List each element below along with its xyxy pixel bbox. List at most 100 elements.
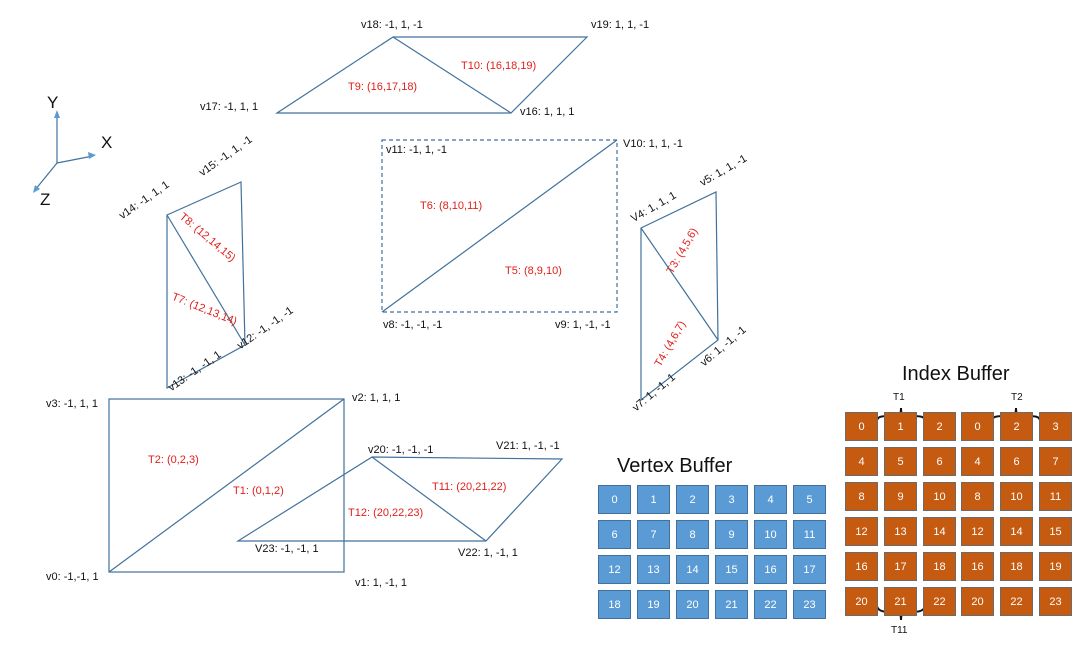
vertex-buffer-cell: 16 [754, 555, 787, 584]
index-buffer-cell: 0 [845, 412, 878, 441]
vertex-buffer-cell: 17 [793, 555, 826, 584]
index-buffer-cell: 4 [961, 447, 994, 476]
vertex-label-v19: v19: 1, 1, -1 [591, 19, 650, 31]
vertex-buffer-cell: 21 [715, 590, 748, 619]
index-buffer-cell: 18 [1000, 552, 1033, 581]
index-buffer-cell: 4 [845, 447, 878, 476]
axis-z-label: Z [40, 190, 51, 209]
triangle-label-t6: T6: (8,10,11) [420, 200, 483, 212]
vertex-buffer-title: Vertex Buffer [617, 455, 733, 477]
triangle-label-t12: T12: (20,22,23) [348, 507, 424, 519]
index-buffer-cell: 12 [845, 517, 878, 546]
axes-icon [33, 110, 96, 193]
index-buffer-cell: 18 [923, 552, 956, 581]
vertex-label-v1: v1: 1, -1, 1 [355, 577, 407, 589]
vertex-label-v23: V23: -1, -1, 1 [255, 543, 319, 555]
index-buffer-cell: 14 [1000, 517, 1033, 546]
left-face [166, 181, 246, 390]
triangle-label-t9: T9: (16,17,18) [348, 81, 418, 93]
index-buffer-cell: 1 [884, 412, 917, 441]
back-face-diagonal [381, 139, 618, 313]
index-buffer-cell: 6 [1000, 447, 1033, 476]
brace-label-t2: T2 [1011, 392, 1023, 403]
vertex-label-v16: v16: 1, 1, 1 [520, 106, 575, 118]
index-buffer-cell: 0 [961, 412, 994, 441]
vertex-label-v8: v8: -1, -1, -1 [383, 319, 443, 331]
index-buffer-cell: 17 [884, 552, 917, 581]
vertex-label-v22: V22: 1, -1, 1 [458, 547, 518, 559]
triangle-label-t5: T5: (8,9,10) [505, 265, 562, 277]
vertex-label-v0: v0: -1,-1, 1 [46, 571, 99, 583]
back-face [381, 139, 618, 313]
index-buffer-cell: 6 [923, 447, 956, 476]
vertex-buffer-cell: 22 [754, 590, 787, 619]
brace-label-t11: T11 [891, 625, 908, 636]
front-face [108, 398, 345, 573]
index-buffer-cell: 20 [961, 587, 994, 616]
index-buffer-cell: 11 [1039, 482, 1072, 511]
index-buffer-cell: 16 [845, 552, 878, 581]
vertex-buffer-cell: 4 [754, 485, 787, 514]
vertex-label-v9: v9: 1, -1, -1 [555, 319, 611, 331]
vertex-buffer-cell: 2 [676, 485, 709, 514]
right-face [640, 191, 719, 402]
axis-y-label: Y [47, 93, 59, 112]
index-buffer-cell: 19 [1039, 552, 1072, 581]
index-buffer-cell: 14 [923, 517, 956, 546]
vertex-label-v17: v17: -1, 1, 1 [200, 101, 259, 113]
index-buffer-cell: 7 [1039, 447, 1072, 476]
vertex-buffer-cell: 1 [637, 485, 670, 514]
index-buffer-cell: 10 [923, 482, 956, 511]
triangle-label-t2: T2: (0,2,3) [148, 454, 199, 466]
triangle-label-t1: T1: (0,1,2) [233, 485, 284, 497]
index-buffer-cell: 3 [1039, 412, 1072, 441]
index-buffer-cell: 22 [923, 587, 956, 616]
index-buffer-cell: 22 [1000, 587, 1033, 616]
vertex-buffer-cell: 13 [637, 555, 670, 584]
bottom-face [235, 456, 564, 542]
vertex-buffer-cell: 15 [715, 555, 748, 584]
vertex-buffer-cell: 12 [598, 555, 631, 584]
top-face [274, 36, 589, 114]
index-buffer-cell: 13 [884, 517, 917, 546]
vertex-buffer-cell: 11 [793, 520, 826, 549]
vertex-buffer-cell: 6 [598, 520, 631, 549]
index-buffer-cell: 20 [845, 587, 878, 616]
vertex-buffer-cell: 10 [754, 520, 787, 549]
index-buffer-cell: 12 [961, 517, 994, 546]
vertex-buffer-cell: 7 [637, 520, 670, 549]
vertex-label-v18: v18: -1, 1, -1 [361, 19, 423, 31]
vertex-buffer-cell: 5 [793, 485, 826, 514]
vertex-buffer-cell: 3 [715, 485, 748, 514]
index-buffer-cell: 2 [923, 412, 956, 441]
vertex-buffer-cell: 19 [637, 590, 670, 619]
vertex-label-v11: v11: -1, 1, -1 [386, 144, 447, 156]
vertex-label-v20: v20: -1, -1, -1 [368, 444, 434, 456]
vertex-label-v10: V10: 1, 1, -1 [623, 138, 683, 150]
index-buffer-cell: 10 [1000, 482, 1033, 511]
index-buffer-cell: 2 [1000, 412, 1033, 441]
index-buffer-cell: 21 [884, 587, 917, 616]
axis-x-label: X [101, 133, 113, 152]
vertex-buffer-cell: 20 [676, 590, 709, 619]
brace-label-t1: T1 [893, 392, 905, 403]
vertex-label-v21: V21: 1, -1, -1 [496, 440, 560, 452]
index-buffer-cell: 8 [961, 482, 994, 511]
index-buffer-cell: 9 [884, 482, 917, 511]
index-buffer-cell: 5 [884, 447, 917, 476]
vertex-label-v2: v2: 1, 1, 1 [352, 392, 401, 404]
index-buffer-cell: 23 [1039, 587, 1072, 616]
index-buffer-title: Index Buffer [902, 363, 1010, 385]
vertex-buffer-cell: 9 [715, 520, 748, 549]
vertex-buffer-cell: 18 [598, 590, 631, 619]
triangle-label-t11: T11: (20,21,22) [432, 481, 507, 493]
vertex-label-v3: v3: -1, 1, 1 [46, 398, 98, 410]
braces [875, 407, 1042, 621]
vertex-buffer-cell: 14 [676, 555, 709, 584]
vertex-buffer-cell: 0 [598, 485, 631, 514]
vertex-buffer-cell: 8 [676, 520, 709, 549]
index-buffer-cell: 8 [845, 482, 878, 511]
index-buffer-cell: 15 [1039, 517, 1072, 546]
